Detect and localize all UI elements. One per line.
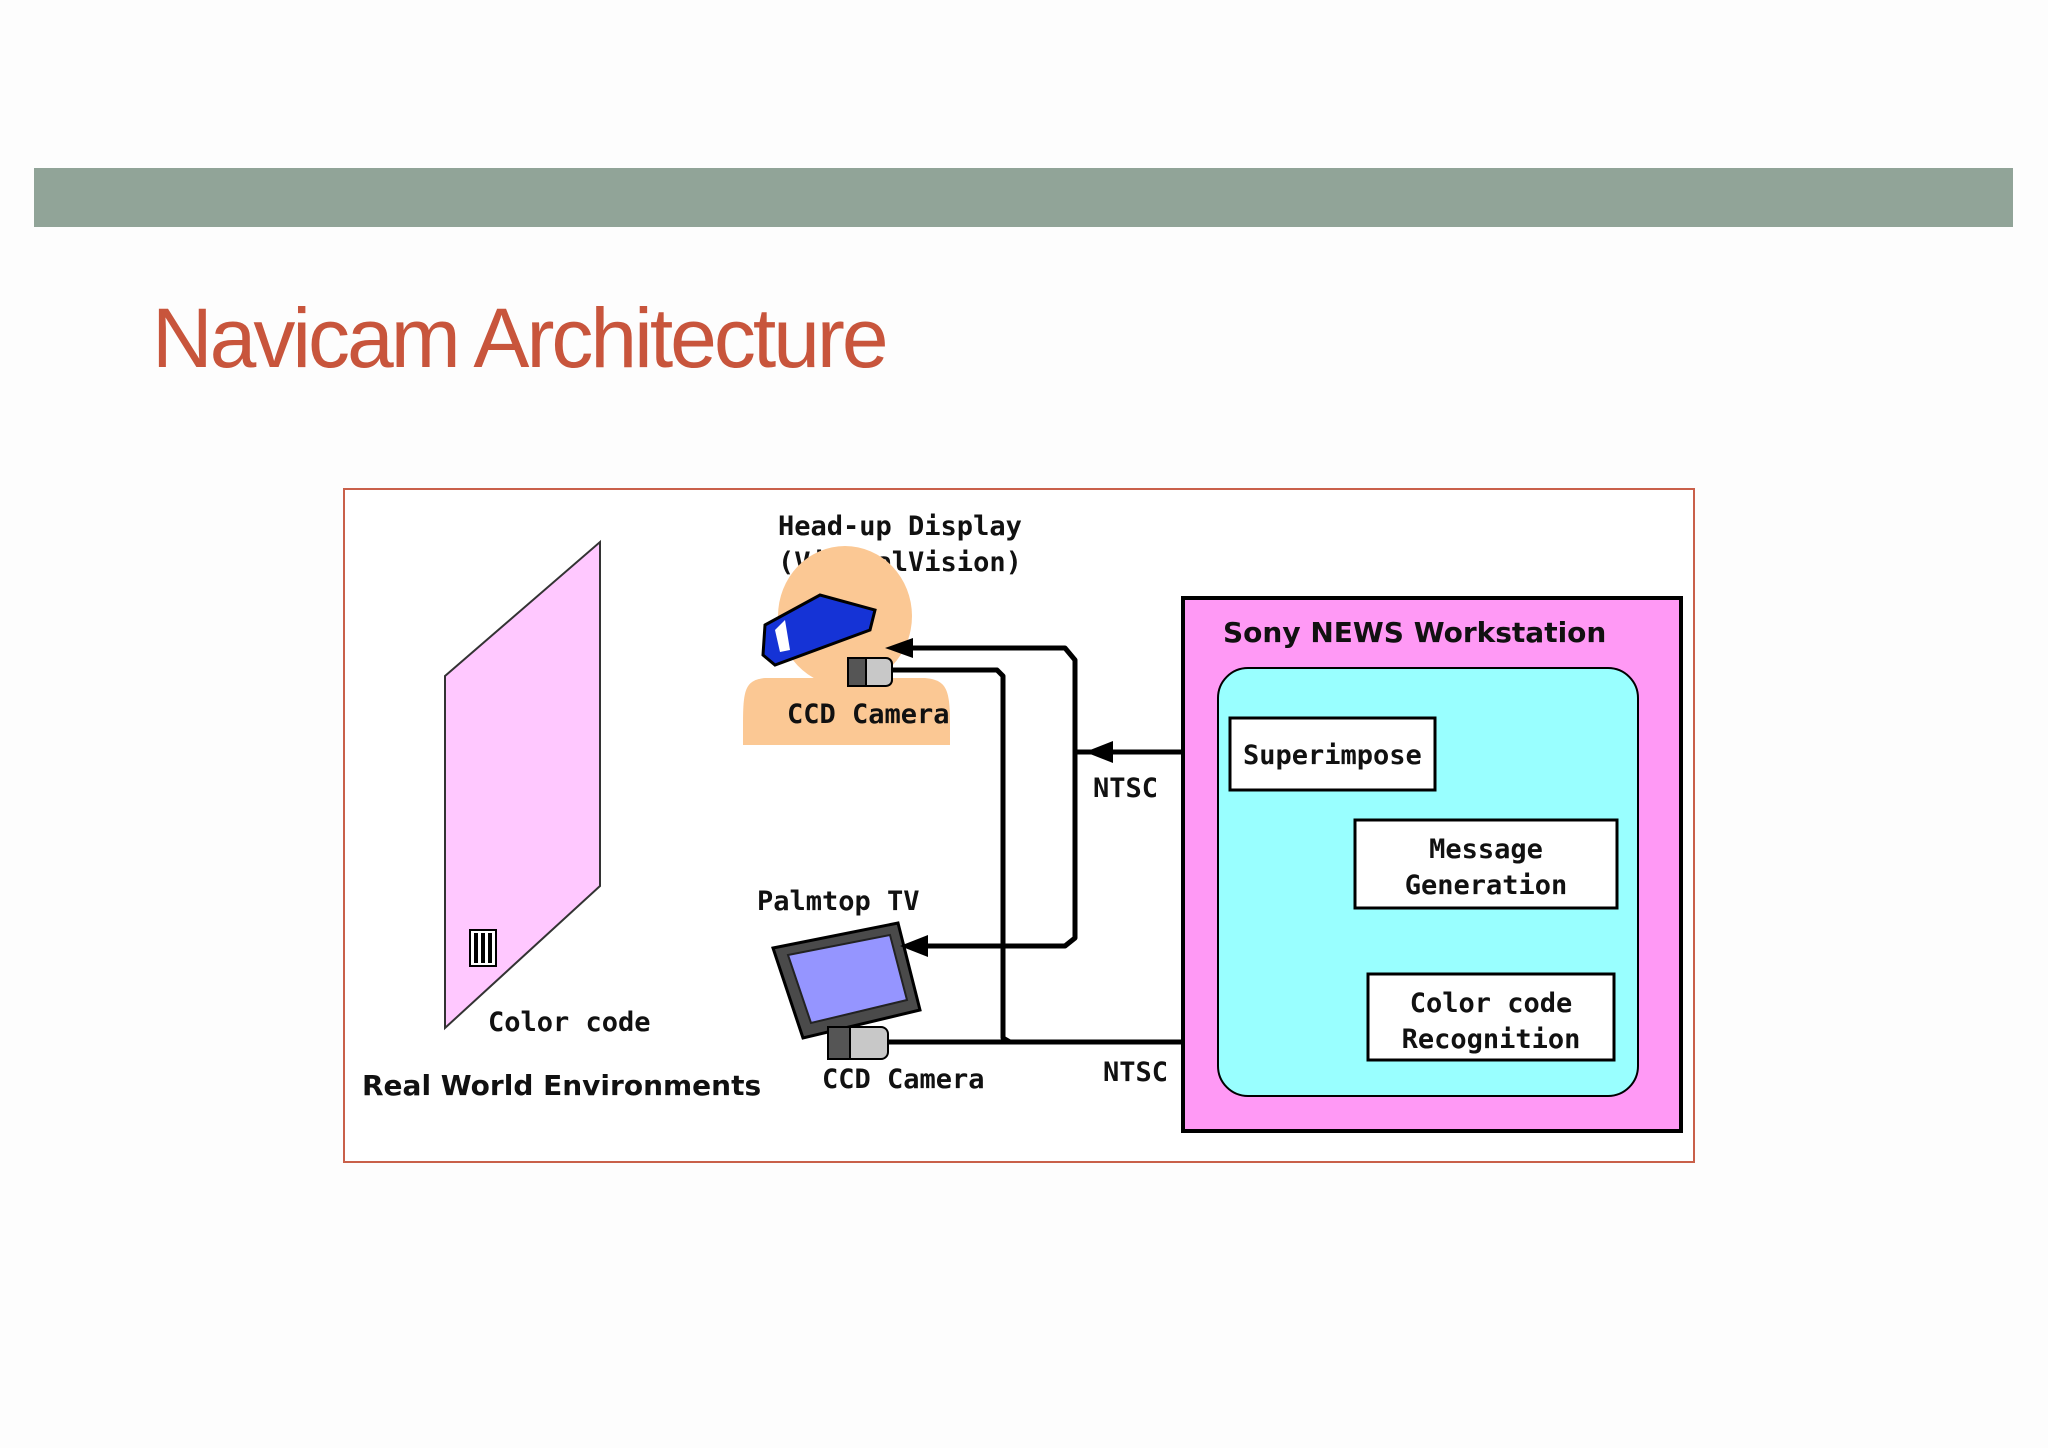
message-generation-line2: Generation [1405, 870, 1568, 901]
header-band [34, 168, 2013, 227]
ntsc-bottom-label: NTSC [1103, 1057, 1168, 1088]
palmtop-tv-icon [771, 921, 922, 1040]
hud-label-line1: Head-up Display [778, 511, 1022, 542]
barcode-icon [469, 929, 497, 967]
ntsc-top-label: NTSC [1093, 773, 1158, 804]
slide-title: Navicam Architecture [152, 291, 889, 385]
architecture-diagram: Color code Real World Environments Head-… [343, 488, 1695, 1163]
color-code-card [444, 539, 601, 1031]
real-world-label: Real World Environments [362, 1069, 761, 1102]
color-code-recognition-line2: Recognition [1402, 1024, 1581, 1055]
ccd-camera-bottom-icon [827, 1026, 889, 1060]
workstation-title: Sony NEWS Workstation [1223, 616, 1606, 649]
color-code-label: Color code [488, 1007, 651, 1038]
ccd-camera-top-label: CCD Camera [787, 699, 950, 730]
color-code-recognition-line1: Color code [1410, 988, 1573, 1019]
hud-visor-icon [761, 593, 877, 667]
superimpose-label: Superimpose [1243, 740, 1422, 771]
arrow-to-tv-icon [900, 935, 928, 957]
color-code-recognition-box [1366, 972, 1616, 1062]
arrow-ntsc-top-icon [1085, 741, 1113, 763]
message-generation-box [1353, 818, 1619, 910]
ccd-camera-top-icon [847, 657, 893, 687]
message-generation-line1: Message [1429, 834, 1543, 865]
palmtop-tv-label: Palmtop TV [757, 886, 920, 917]
ccd-camera-bottom-label: CCD Camera [822, 1064, 985, 1095]
superimpose-box [1228, 716, 1437, 792]
arrow-to-hud-icon [885, 638, 913, 658]
